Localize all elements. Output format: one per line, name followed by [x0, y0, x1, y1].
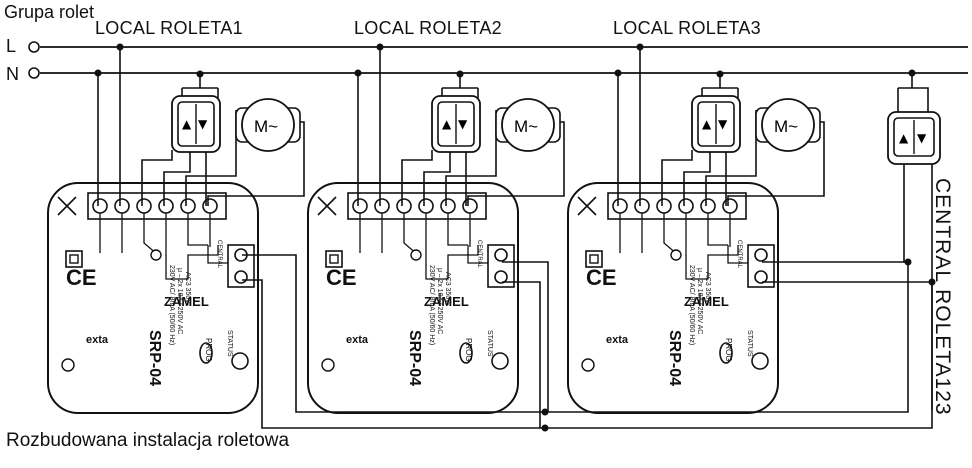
- svg-text:230V AC/ 8mA (50/60 Hz): 230V AC/ 8mA (50/60 Hz): [168, 265, 175, 345]
- svg-text:M~: M~: [514, 117, 538, 136]
- svg-text:▲: ▲: [182, 117, 192, 131]
- svg-text:CE: CE: [66, 265, 97, 290]
- svg-text:PROG.: PROG.: [204, 338, 213, 364]
- svg-text:AC3 350W: AC3 350W: [704, 272, 711, 306]
- switch-local-3: ▲ ▼: [691, 95, 741, 153]
- svg-text:▼: ▼: [718, 117, 728, 131]
- svg-text:▲: ▲: [899, 131, 909, 145]
- svg-text:230V AC/ 8mA (50/60 Hz): 230V AC/ 8mA (50/60 Hz): [688, 265, 695, 345]
- svg-text:CE: CE: [326, 265, 357, 290]
- svg-text:μ ⎯ 2x 10A / 250V AC: μ ⎯ 2x 10A / 250V AC: [436, 268, 443, 334]
- svg-text:SRP-04: SRP-04: [666, 330, 683, 386]
- svg-text:▼: ▼: [458, 117, 468, 131]
- footer-caption: Rozbudowana instalacja roletowa: [6, 430, 290, 451]
- svg-text:μ ⎯ 2x 10A / 250V AC: μ ⎯ 2x 10A / 250V AC: [696, 268, 703, 334]
- central-label: CENTRAL ROLETA123: [931, 178, 954, 416]
- diagram-title: Grupa rolet: [4, 2, 95, 22]
- svg-text:CENTRAL: CENTRAL: [476, 240, 482, 269]
- svg-text:ZAMEL: ZAMEL: [164, 294, 209, 309]
- group-label-3: LOCAL ROLETA3: [613, 18, 761, 38]
- svg-text:AC3 350W: AC3 350W: [184, 272, 191, 306]
- svg-text:SRP-04: SRP-04: [146, 330, 163, 386]
- svg-text:SRP-04: SRP-04: [406, 330, 423, 386]
- svg-text:exta: exta: [86, 334, 109, 346]
- switch-central: ▲ ▼: [887, 111, 941, 165]
- svg-text:STATUS: STATUS: [746, 330, 753, 357]
- module-1-text: CE SRP-04 230V AC/ 8mA (50/60 Hz) μ ⎯ 2x…: [66, 240, 233, 386]
- group-label-1: LOCAL ROLETA1: [95, 18, 243, 38]
- svg-text:CENTRAL: CENTRAL: [216, 240, 222, 269]
- motor-3: M~: [755, 98, 821, 152]
- group-label-2: LOCAL ROLETA2: [354, 18, 502, 38]
- svg-text:230V AC/ 8mA (50/60 Hz): 230V AC/ 8mA (50/60 Hz): [428, 265, 435, 345]
- svg-text:PROG.: PROG.: [724, 338, 733, 364]
- switch-local-2: ▲ ▼: [431, 95, 481, 153]
- svg-text:ZAMEL: ZAMEL: [684, 294, 729, 309]
- svg-text:▲: ▲: [702, 117, 712, 131]
- svg-text:M~: M~: [774, 117, 798, 136]
- svg-text:exta: exta: [606, 334, 629, 346]
- line-l-label: L: [6, 36, 17, 56]
- svg-text:▼: ▼: [917, 131, 927, 145]
- motor-2: M~: [495, 98, 561, 152]
- svg-text:AC3 350W: AC3 350W: [444, 272, 451, 306]
- module-3-text: CE SRP-04 230V AC/ 8mA (50/60 Hz) μ ⎯ 2x…: [586, 240, 753, 386]
- svg-text:M~: M~: [254, 117, 278, 136]
- module-2-text: CE SRP-04 230V AC/ 8mA (50/60 Hz) μ ⎯ 2x…: [326, 240, 493, 386]
- svg-text:▲: ▲: [442, 117, 452, 131]
- motor-1: M~: [235, 98, 301, 152]
- switch-local-1: ▲ ▼: [171, 95, 221, 153]
- svg-text:CE: CE: [586, 265, 617, 290]
- svg-text:STATUS: STATUS: [486, 330, 493, 357]
- line-n-label: N: [6, 64, 19, 84]
- svg-text:PROG.: PROG.: [464, 338, 473, 364]
- svg-text:ZAMEL: ZAMEL: [424, 294, 469, 309]
- svg-text:exta: exta: [346, 334, 369, 346]
- svg-text:μ ⎯ 2x 10A / 250V AC: μ ⎯ 2x 10A / 250V AC: [176, 268, 183, 334]
- svg-text:STATUS: STATUS: [226, 330, 233, 357]
- svg-text:CENTRAL: CENTRAL: [736, 240, 742, 269]
- svg-text:▼: ▼: [198, 117, 208, 131]
